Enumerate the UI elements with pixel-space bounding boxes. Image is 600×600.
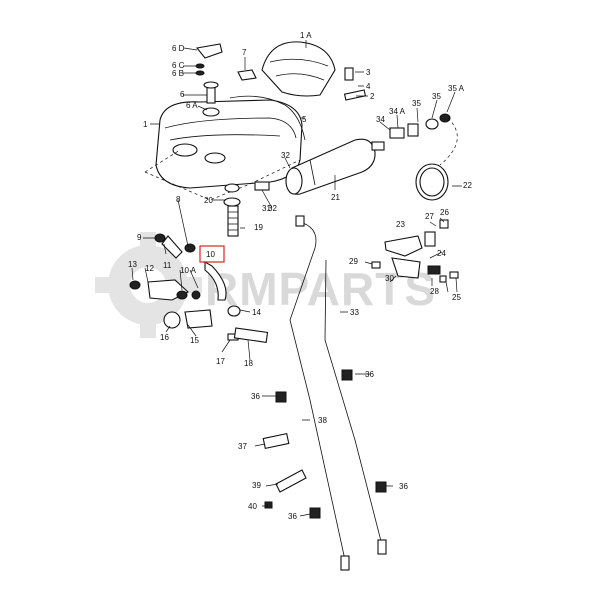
label-14: 14 [252,308,261,317]
label-40: 40 [248,502,257,511]
label-8: 8 [176,195,181,204]
pump-fittings [343,67,451,139]
label-34: 34 [376,115,385,124]
label-35a-suffix: 35 A [448,84,465,93]
label-36d: 36 [288,512,297,521]
fuel-pump [285,138,385,195]
label-30: 30 [385,274,394,283]
callout-labels: 1 A 1 2 3 4 5 6 D 6 C 6 B 6 6 A 7 8 9 10… [128,31,472,521]
label-13: 13 [128,260,137,269]
filler-neck [195,43,257,117]
label-6d: 6 D [172,44,185,53]
label-35b: 35 [432,92,441,101]
hose-assembly [129,233,269,343]
label-18: 18 [244,359,253,368]
label-36a: 36 [365,370,374,379]
label-32b: 32 [268,204,277,213]
label-28: 28 [430,287,439,296]
label-36b: 36 [251,392,260,401]
filler-boot [261,41,336,97]
small-fittings [262,369,387,519]
strainer [223,181,270,237]
label-31: 31 [262,204,271,213]
label-37: 37 [238,442,247,451]
label-1a: 1 A [300,31,312,40]
label-6: 6 [180,90,185,99]
label-27: 27 [425,212,434,221]
label-33: 33 [350,308,359,317]
label-23: 23 [396,220,405,229]
label-32a: 32 [281,151,290,160]
label-3: 3 [366,68,371,77]
label-16: 16 [160,333,169,342]
label-35a: 35 [412,99,421,108]
pump-clamp [415,163,449,201]
label-26: 26 [440,208,449,217]
leader-lines [131,40,462,517]
label-25: 25 [452,293,461,302]
label-20: 20 [204,196,213,205]
fuel-lines [289,215,387,571]
label-22: 22 [463,181,472,190]
label-7: 7 [242,48,247,57]
label-10: 10 [206,250,215,259]
label-1: 1 [143,120,148,129]
label-11: 11 [163,261,172,270]
label-15: 15 [190,336,199,345]
label-12: 12 [145,264,154,273]
label-21: 21 [331,193,340,202]
vent-hose [229,95,306,141]
label-24: 24 [437,249,446,258]
label-6b: 6 B [172,69,184,78]
label-29: 29 [349,257,358,266]
label-6c: 6 C [172,61,185,70]
pump-bracket [371,219,459,283]
label-9: 9 [137,233,142,242]
label-6a: 6 A [186,101,198,110]
label-10a: 10 A [180,266,197,275]
label-39: 39 [252,481,261,490]
fuel-tank [144,99,303,201]
label-19: 19 [254,223,263,232]
highlight-box [199,245,225,263]
label-17: 17 [216,357,225,366]
label-4: 4 [366,82,371,91]
label-5: 5 [302,115,307,124]
label-36c: 36 [399,482,408,491]
label-34a: 34 A [389,107,406,116]
label-2: 2 [370,92,375,101]
label-38: 38 [318,416,327,425]
